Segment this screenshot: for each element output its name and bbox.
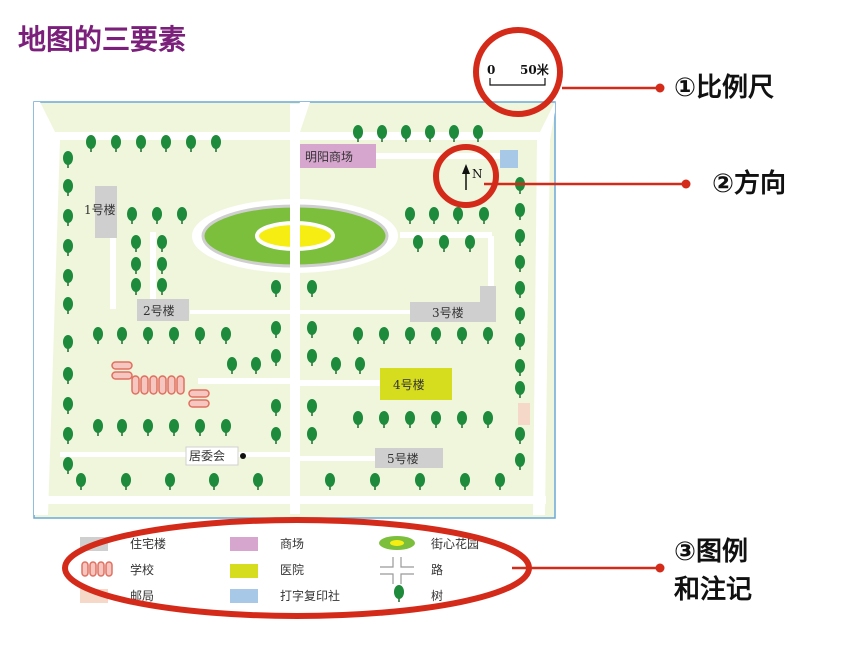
scale-bar: 0 50米 [487,62,550,86]
page-title: 地图的三要素 [18,23,187,56]
legend-print-label: 打字复印社 [280,588,340,603]
committee-label: 居委会 [189,449,225,463]
legend [80,536,415,603]
building-3 [410,302,496,322]
scale-highlight-circle [473,27,563,117]
legend-print-swatch [230,589,258,603]
building-2 [137,299,189,321]
callout-direction: ②方向 [712,169,787,199]
building-2-label: 2号楼 [143,303,175,318]
street-garden [192,198,398,274]
callout-legend-line2: 和注记 [674,575,753,605]
buildings [95,144,530,468]
legend-tree-label: 树 [431,588,443,603]
callout-lines [484,86,686,570]
direction-highlight-circle [433,144,499,208]
legend-mall-swatch [230,537,258,551]
roads [34,102,555,515]
legend-hospital-swatch [230,564,258,578]
callout-scale: ①比例尺 [674,73,775,103]
building-1 [95,186,117,238]
mall [300,144,376,168]
building-5 [375,448,443,468]
scale-zero: 0 [487,63,495,77]
legend-residential-label: 住宅楼 [130,536,166,551]
scale-distance: 50米 [520,62,550,77]
building-4-label: 4号楼 [393,377,425,392]
building-5-label: 5号楼 [387,451,419,466]
building-1-label: 1号楼 [84,202,116,217]
mall-label: 明阳商场 [305,149,353,164]
school [111,361,210,408]
legend-garden-label: 街心花园 [431,536,479,551]
north-arrow-icon: N [462,164,483,190]
building-3-label: 3号楼 [432,305,464,320]
legend-tree-icon [393,584,405,603]
post-office [518,403,530,425]
legend-mall-label: 商场 [280,536,304,551]
legend-garden-icon [379,536,415,550]
legend-school-icon [81,561,113,577]
legend-school-label: 学校 [130,562,154,577]
legend-post-label: 邮局 [130,589,154,603]
north-label: N [472,167,483,181]
callout-legend-line1: ③图例 [674,537,749,567]
print-shop [500,150,518,168]
legend-hospital-label: 医院 [280,563,304,577]
legend-road-label: 路 [431,562,443,577]
committee [185,446,239,466]
hospital-4 [380,368,452,400]
legend-road-icon [380,557,414,584]
